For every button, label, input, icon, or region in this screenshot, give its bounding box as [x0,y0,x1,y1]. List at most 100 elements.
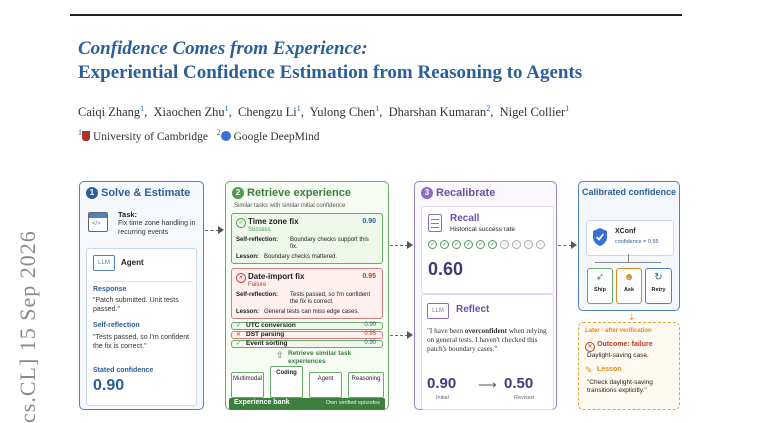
exp1-refl-label: Self-reflection: [236,237,279,243]
revised-label: Revised [514,395,534,401]
author: Nigel Collier [499,105,566,120]
success-check-icon: ✓ [440,240,449,249]
row-label: Event sorting [246,340,288,347]
exp1-status: Success [248,227,271,233]
check-icon: ✓ [236,218,246,228]
document-icon [428,214,442,232]
panel2-subtitle: Similar tasks with similar initial confi… [234,203,346,209]
xconf-label: XConf [615,228,636,235]
connector [628,254,629,262]
retry-label: Retry [651,287,666,293]
outcome-label: Outcome: failure [597,341,653,348]
failure-mark-icon: ○ [524,240,533,249]
check-icon: ✓ [236,323,242,329]
bank-tab-label: Coding [276,370,297,376]
ship-button[interactable]: ➶ Ship [587,268,613,304]
x-icon: ✕ [236,332,242,338]
rocket-icon: ➶ [595,272,605,283]
panel2-title-text: Retrieve experience [247,187,351,199]
exp1-refl-text: Boundary checks support this fix. [290,237,369,250]
success-check-icon: ✓ [428,240,437,249]
lesson-text: "Check daylight-saving transitions expli… [587,379,653,394]
task-label: Task: [118,210,138,219]
bank-tab-label: Reasoning [351,376,381,382]
author: Xiaochen Zhu [153,105,225,120]
outcome-text: Daylight-saving case. [587,352,649,359]
connector [595,262,661,263]
arrowhead [407,331,413,339]
bank-tab-multimodal: Multimodal [231,372,264,398]
exp2-title: Date-import fix [248,272,305,281]
initial-label: Initial [436,395,449,401]
row-score: 0.90 [364,322,376,328]
panel1-title-text: Solve & Estimate [101,187,191,199]
revised-value: 0.50 [504,375,534,392]
author-list: Caiqi Zhang1, Xiaochen Zhu1, Chengzu Li1… [78,104,570,120]
experience-card-success: ✓ Time zone fix 0.90 Success Self-reflec… [231,213,383,264]
exp1-lesson-text: Boundary checks mattered. [264,254,338,260]
recall-subtitle: Historical success rate [450,226,516,233]
step-number: 1 [86,187,98,199]
affil-mark: 1 [224,104,229,113]
failure-mark-icon: ○ [512,240,521,249]
author: Chengzu Li [238,105,297,120]
reflect-title: Reflect [456,304,490,315]
down-arrow-icon: ⇣ [628,312,636,322]
list-item: ✓ UTC conversion 0.90 [231,322,383,330]
bank-tab-label: Multimodal [232,376,262,382]
arrowhead [218,226,224,234]
exp1-score: 0.90 [362,218,376,225]
reflection-label: Self-reflection [93,322,140,329]
initial-value: 0.90 [427,375,457,392]
panel4-title: Calibrated confidence [581,187,677,197]
step-number: 3 [421,187,433,199]
arrowhead [571,241,577,249]
affil-deepmind: Google DeepMind [233,130,320,143]
bank-tab-coding: Coding [270,366,303,398]
divider [93,281,193,282]
up-arrow-icon: ⇧ [276,350,284,360]
retry-button[interactable]: ↻ Retry [645,268,672,304]
panel-calibrated-confidence: Calibrated confidence XConf confidence =… [578,181,680,311]
step-number: 2 [232,187,244,199]
author: Dharshan Kumaran [388,105,487,120]
ask-button[interactable]: ☻ Ask [616,268,642,304]
success-check-icon: ✓ [476,240,485,249]
check-icon: ✓ [236,341,242,347]
success-check-icon: ✓ [452,240,461,249]
row-score: 0.90 [364,340,376,346]
exp2-refl-label: Self-reflection: [236,292,279,298]
retry-icon: ↻ [654,272,663,283]
ask-label: Ask [623,287,635,293]
quote-text: "I have been [427,327,465,335]
reflection-text: "Tests passed, so I'm confident the fix … [93,334,190,350]
arxiv-id: cs.CL] 15 Sep 2026 [15,230,40,423]
reflect-quote: "I have been overconfident when relying … [427,327,549,354]
failure-mark-icon: ○ [500,240,509,249]
affil-mark: 1 [565,104,570,113]
calendar-code-icon: </> [88,212,108,232]
ship-label: Ship [594,287,606,293]
affil-mark: 1 [375,104,380,113]
quote-emphasis: overconfident [464,327,508,335]
success-history: ✓✓✓✓✓✓○○○○ [428,240,548,252]
affil-mark: 2 [486,104,491,113]
author: Yulong Chen [309,105,376,120]
bank-note: Own verified episodes [325,400,380,406]
arrow-1-2 [205,230,219,231]
deepmind-logo-icon [220,130,231,141]
xconf-text: confidence = 0.55 [615,239,659,245]
long-arrow-icon: ⟶ [478,377,497,392]
row-label: DST parsing [246,331,285,338]
exp1-lesson-label: Lesson: [236,254,260,260]
top-rule [70,14,682,16]
affil-mark: 1 [140,104,145,113]
affil-cambridge: University of Cambridge [93,130,208,143]
affil-mark: 1 [296,104,301,113]
paper-title-line1: Confidence Comes from Experience: [78,38,368,59]
